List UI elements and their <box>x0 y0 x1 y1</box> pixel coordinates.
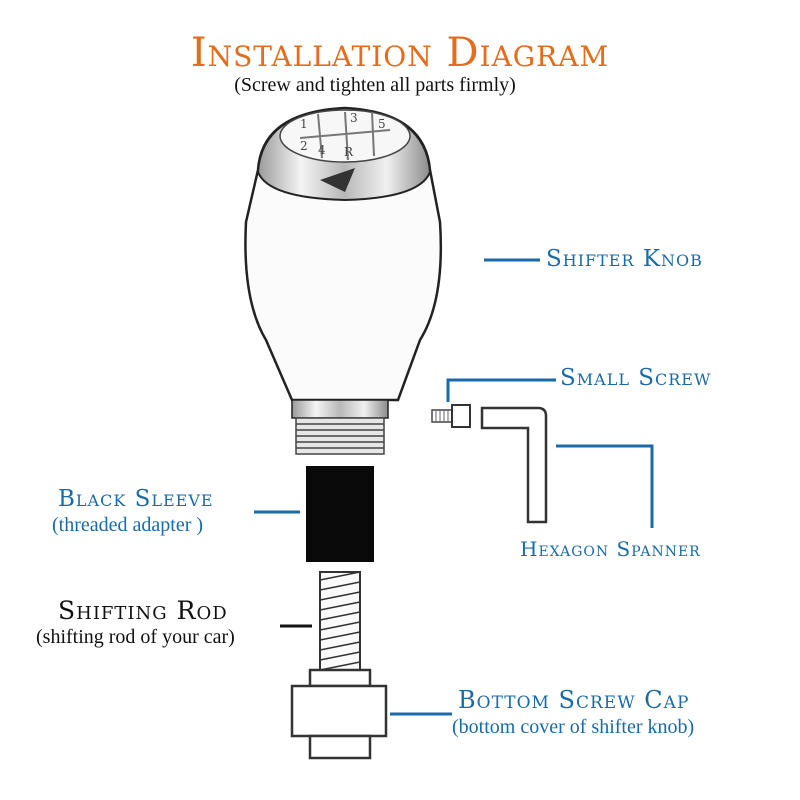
gear-mark: R <box>344 145 354 159</box>
knob-gear-pattern <box>299 111 391 161</box>
small-screw-label: Small Screw <box>560 365 712 391</box>
black-sleeve <box>306 466 374 562</box>
diagram-title: Installation Diagram <box>190 30 610 76</box>
black-sleeve-sublabel: (threaded adapter ) <box>52 514 204 536</box>
bottom-screw-cap-sublabel: (bottom cover of shifter knob) <box>452 716 695 738</box>
knob-thread <box>295 417 385 455</box>
gear-mark: 5 <box>378 117 386 131</box>
hexagon-spanner-leader-line <box>556 444 654 528</box>
shifting-rod-label: Shifting Rod <box>58 596 228 625</box>
shifting-rod <box>319 571 361 671</box>
small-screw-leader-line <box>446 378 556 402</box>
gear-mark: 1 <box>300 117 308 131</box>
knob-highlight <box>320 168 355 192</box>
diagram-subtitle: (Screw and tighten all parts firmly) <box>234 74 516 96</box>
gear-mark: 3 <box>350 111 358 125</box>
shifting-rod-sublabel: (shifting rod of your car) <box>36 626 235 648</box>
gear-mark: 2 <box>300 139 308 153</box>
shifter-knob-label: Shifter Knob <box>546 246 703 272</box>
knob-gear-plate <box>279 109 411 163</box>
hexagon-spanner-label: Hexagon Spanner <box>520 537 701 561</box>
hexagon-spanner <box>480 406 548 524</box>
knob-collar <box>291 399 389 419</box>
bottom-screw-cap <box>290 668 388 760</box>
black-sleeve-label: Black Sleeve <box>58 486 214 512</box>
shifter-knob: 1 3 5 2 4 R <box>244 106 443 455</box>
gear-mark: 4 <box>318 143 326 157</box>
small-screw <box>431 404 471 428</box>
bottom-screw-cap-label: Bottom Screw Cap <box>458 686 690 714</box>
